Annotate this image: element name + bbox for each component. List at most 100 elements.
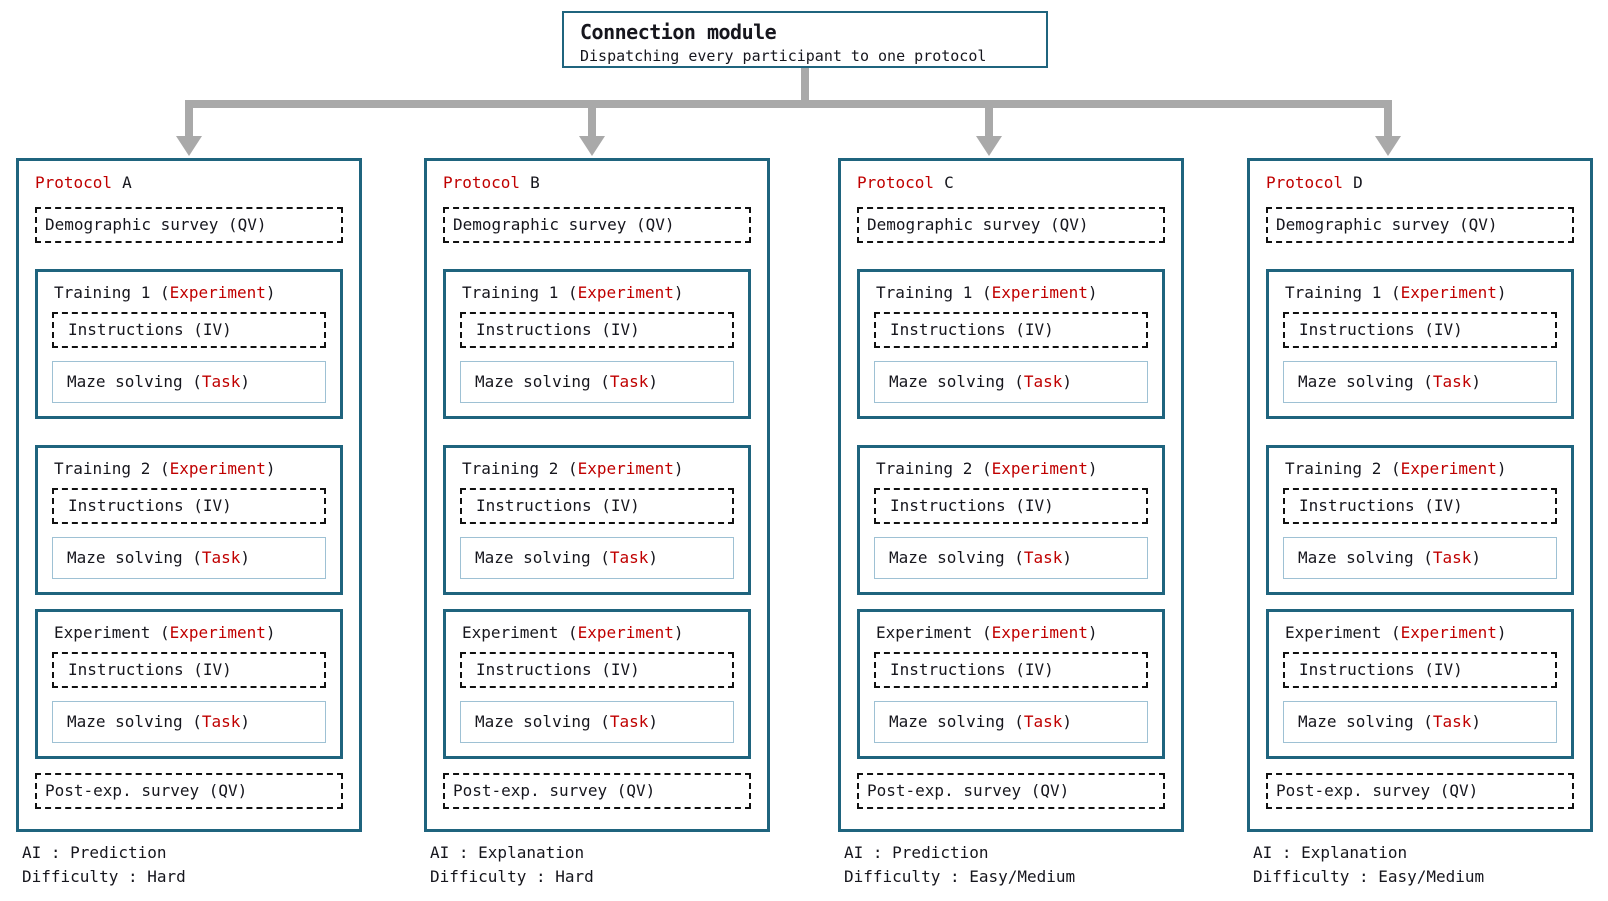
maze-solving-box: Maze solving (Task) (460, 701, 734, 743)
training-2-box: Training 2 (Experiment) Instructions (IV… (1266, 445, 1574, 595)
protocol-box: Protocol A Demographic survey (QV) Traini… (16, 158, 362, 832)
ai-condition-label: AI : Prediction (22, 843, 167, 862)
demographic-survey-box: Demographic survey (QV) (35, 207, 343, 243)
section-title-text: Training 1 ( (876, 283, 992, 302)
instructions-box: Instructions (IV) (460, 652, 734, 688)
protocol-annotation: AI : Prediction Difficulty : Hard (16, 841, 362, 889)
section-keyword: Experiment (577, 623, 674, 642)
protocol-title-word: Protocol (35, 173, 113, 192)
maze-label: Maze solving ( (67, 548, 202, 567)
maze-keyword: Task (1023, 712, 1063, 731)
maze-solving-box: Maze solving (Task) (1283, 701, 1557, 743)
section-title: Training 1 (Experiment) (1285, 282, 1571, 304)
section-keyword: Experiment (169, 623, 266, 642)
maze-solving-box: Maze solving (Task) (460, 537, 734, 579)
section-title-close: ) (265, 283, 276, 302)
post-exp-survey-label: Post-exp. survey (QV) (1276, 781, 1479, 800)
instructions-box: Instructions (IV) (1283, 312, 1557, 348)
post-exp-survey-label: Post-exp. survey (QV) (453, 781, 656, 800)
maze-keyword: Task (201, 548, 241, 567)
section-title: Training 1 (Experiment) (462, 282, 748, 304)
maze-label-close: ) (648, 548, 659, 567)
maze-label-close: ) (1062, 712, 1073, 731)
section-title-text: Training 2 ( (462, 459, 578, 478)
difficulty-label: Difficulty : Easy/Medium (844, 867, 1076, 886)
section-title-close: ) (265, 459, 276, 478)
connection-module-title: Connection module (580, 20, 777, 44)
experiment-box: Experiment (Experiment) Instructions (IV… (857, 609, 1165, 759)
protocol-title-word: Protocol (1266, 173, 1344, 192)
maze-label-close: ) (1471, 372, 1482, 391)
instructions-box: Instructions (IV) (874, 312, 1148, 348)
instructions-box: Instructions (IV) (874, 652, 1148, 688)
section-title: Training 2 (Experiment) (54, 458, 340, 480)
maze-label: Maze solving ( (1298, 372, 1433, 391)
instructions-label: Instructions (IV) (1299, 496, 1463, 515)
connector-drop-d (1384, 100, 1392, 138)
protocol-annotation: AI : Explanation Difficulty : Hard (424, 841, 770, 889)
instructions-label: Instructions (IV) (1299, 660, 1463, 679)
instructions-box: Instructions (IV) (1283, 488, 1557, 524)
section-title-text: Experiment ( (462, 623, 578, 642)
section-keyword: Experiment (991, 623, 1088, 642)
arrow-down-icon (579, 136, 605, 156)
section-title: Experiment (Experiment) (876, 622, 1162, 644)
section-keyword: Experiment (991, 283, 1088, 302)
maze-label: Maze solving ( (67, 372, 202, 391)
section-title-close: ) (673, 283, 684, 302)
protocol-annotation: AI : Prediction Difficulty : Easy/Medium (838, 841, 1184, 889)
instructions-label: Instructions (IV) (68, 660, 232, 679)
section-title-close: ) (673, 623, 684, 642)
protocol-letter: A (122, 173, 132, 192)
maze-label-close: ) (1471, 548, 1482, 567)
ai-condition-label: AI : Explanation (1253, 843, 1408, 862)
maze-label-close: ) (240, 372, 251, 391)
demographic-survey-box: Demographic survey (QV) (443, 207, 751, 243)
section-title: Training 2 (Experiment) (462, 458, 748, 480)
maze-keyword: Task (201, 712, 241, 731)
section-keyword: Experiment (577, 283, 674, 302)
instructions-label: Instructions (IV) (890, 320, 1054, 339)
maze-keyword: Task (201, 372, 241, 391)
section-title-close: ) (1087, 623, 1098, 642)
section-title-close: ) (1496, 283, 1507, 302)
maze-label: Maze solving ( (67, 712, 202, 731)
maze-label: Maze solving ( (475, 372, 610, 391)
section-title: Training 2 (Experiment) (1285, 458, 1571, 480)
training-1-box: Training 1 (Experiment) Instructions (IV… (1266, 269, 1574, 419)
protocol-column-a: Protocol A Demographic survey (QV) Traini… (16, 158, 362, 889)
maze-solving-box: Maze solving (Task) (1283, 537, 1557, 579)
instructions-box: Instructions (IV) (1283, 652, 1557, 688)
section-title-text: Experiment ( (1285, 623, 1401, 642)
section-keyword: Experiment (1400, 623, 1497, 642)
section-keyword: Experiment (169, 283, 266, 302)
maze-keyword: Task (1023, 548, 1063, 567)
maze-keyword: Task (609, 548, 649, 567)
maze-label-close: ) (240, 548, 251, 567)
maze-solving-box: Maze solving (Task) (874, 537, 1148, 579)
maze-keyword: Task (1432, 372, 1472, 391)
instructions-box: Instructions (IV) (52, 652, 326, 688)
maze-solving-box: Maze solving (Task) (874, 701, 1148, 743)
connector-stem (801, 68, 809, 104)
maze-label: Maze solving ( (1298, 712, 1433, 731)
protocol-letter: B (530, 173, 540, 192)
maze-keyword: Task (1432, 712, 1472, 731)
section-title: Experiment (Experiment) (462, 622, 748, 644)
section-title-close: ) (265, 623, 276, 642)
arrow-down-icon (176, 136, 202, 156)
section-title-text: Experiment ( (54, 623, 170, 642)
maze-label: Maze solving ( (475, 712, 610, 731)
section-title-close: ) (1087, 459, 1098, 478)
instructions-label: Instructions (IV) (68, 496, 232, 515)
experiment-box: Experiment (Experiment) Instructions (IV… (35, 609, 343, 759)
section-keyword: Experiment (1400, 283, 1497, 302)
maze-keyword: Task (1023, 372, 1063, 391)
training-2-box: Training 2 (Experiment) Instructions (IV… (443, 445, 751, 595)
